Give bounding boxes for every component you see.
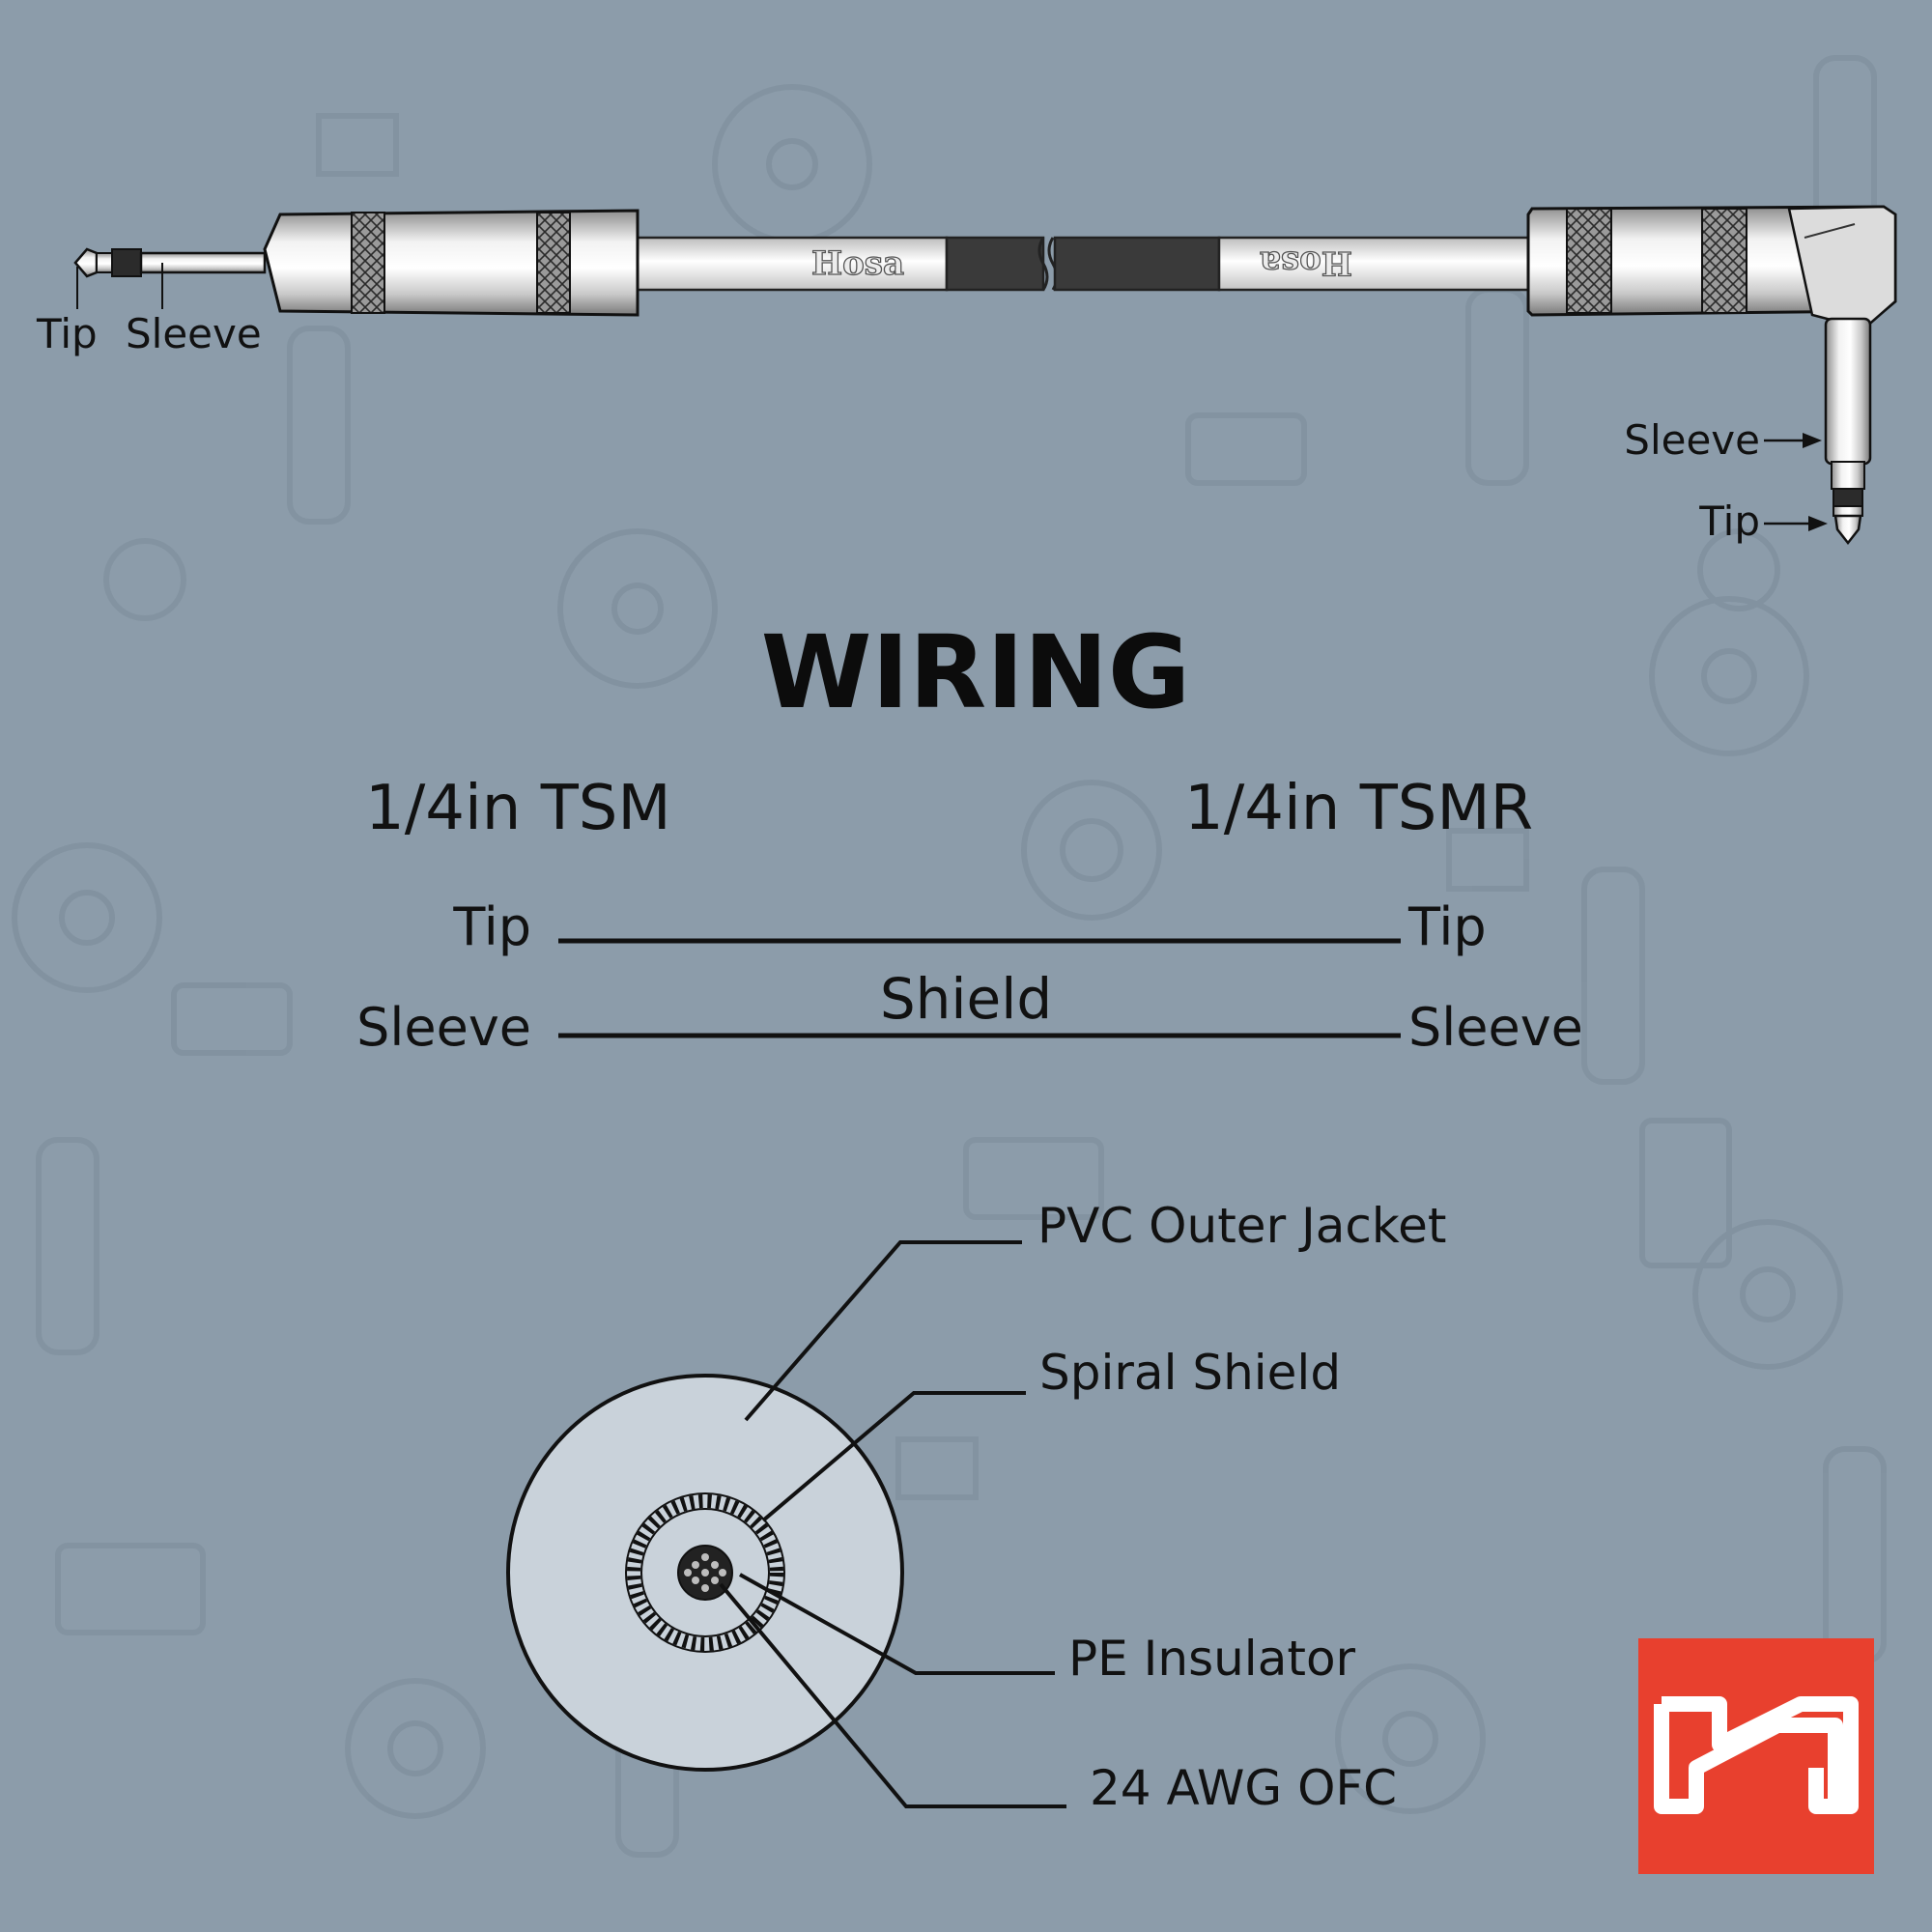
right-angle-plug <box>1526 205 1897 546</box>
left-plug-callouts: Tip Sleeve <box>36 263 262 357</box>
wiring-right-sleeve: Sleeve <box>1408 997 1583 1058</box>
right-plug-callouts: Sleeve Tip <box>1624 416 1828 545</box>
cable-jacket-right <box>1217 236 1540 292</box>
layer-label-pe-insulator: PE Insulator <box>1068 1631 1356 1687</box>
layer-label-pvc-outer-jacket: PVC Outer Jacket <box>1037 1198 1446 1254</box>
shield-label: Shield <box>880 966 1052 1032</box>
cable-brand-print-left: Hosa <box>811 244 904 283</box>
cable-dark-section-left <box>945 236 1045 292</box>
layer-label-24-awg-ofc: 24 AWG OFC <box>1090 1760 1397 1816</box>
cable-illustration: Hosa Hosa <box>73 205 1897 546</box>
wiring-title: WIRING <box>761 613 1191 731</box>
right-connector-header: 1/4in TSMR <box>1184 773 1533 844</box>
wiring-left-tip: Tip <box>452 896 531 957</box>
left-straight-plug <box>73 209 639 317</box>
cable-dark-section-right <box>1053 236 1221 292</box>
cable-brand-print-right: Hosa <box>1260 243 1352 282</box>
left-sleeve-label: Sleeve <box>126 310 262 357</box>
left-tip-label: Tip <box>36 310 98 357</box>
right-tip-label: Tip <box>1698 497 1760 545</box>
layer-label-spiral-shield: Spiral Shield <box>1039 1345 1341 1401</box>
wiring-right-tip: Tip <box>1407 896 1487 957</box>
wiring-section: WIRING 1/4in TSM 1/4in TSMR Tip Tip Shie… <box>356 613 1583 1058</box>
left-connector-header: 1/4in TSM <box>365 773 671 844</box>
right-sleeve-label: Sleeve <box>1624 416 1760 464</box>
cable-cross-section: PVC Outer Jacket Spiral Shield PE Insula… <box>506 1198 1446 1816</box>
hosa-logo-icon <box>1638 1638 1874 1874</box>
spiral-shield-ring <box>627 1494 783 1651</box>
wiring-left-sleeve: Sleeve <box>356 997 531 1058</box>
background-connector-pattern <box>12 55 1887 1858</box>
